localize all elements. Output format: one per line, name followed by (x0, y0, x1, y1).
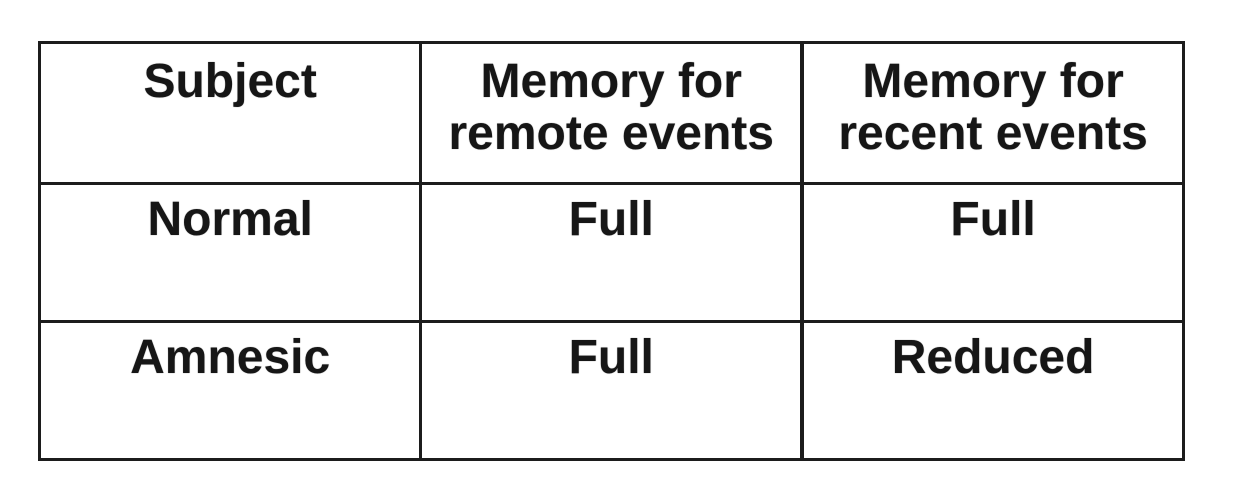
table-row-amnesic: Amnesic Full Reduced (37, 320, 1186, 461)
header-cell-memory-recent-events: Memory for recent events (800, 41, 1186, 185)
memory-comparison-table: Subject Memory for remote events Memory … (37, 41, 1186, 461)
cell-remote-memory-amnesic: Full (419, 320, 804, 461)
cell-remote-memory-normal: Full (419, 182, 804, 323)
table-row-normal: Normal Full Full (37, 182, 1186, 323)
header-cell-subject: Subject (37, 41, 423, 185)
cell-subject-amnesic: Amnesic (37, 320, 423, 461)
header-row: Subject Memory for remote events Memory … (37, 41, 1186, 185)
cell-recent-memory-amnesic: Reduced (800, 320, 1186, 461)
cell-subject-normal: Normal (37, 182, 423, 323)
header-cell-memory-remote-events: Memory for remote events (419, 41, 804, 185)
cell-recent-memory-normal: Full (800, 182, 1186, 323)
